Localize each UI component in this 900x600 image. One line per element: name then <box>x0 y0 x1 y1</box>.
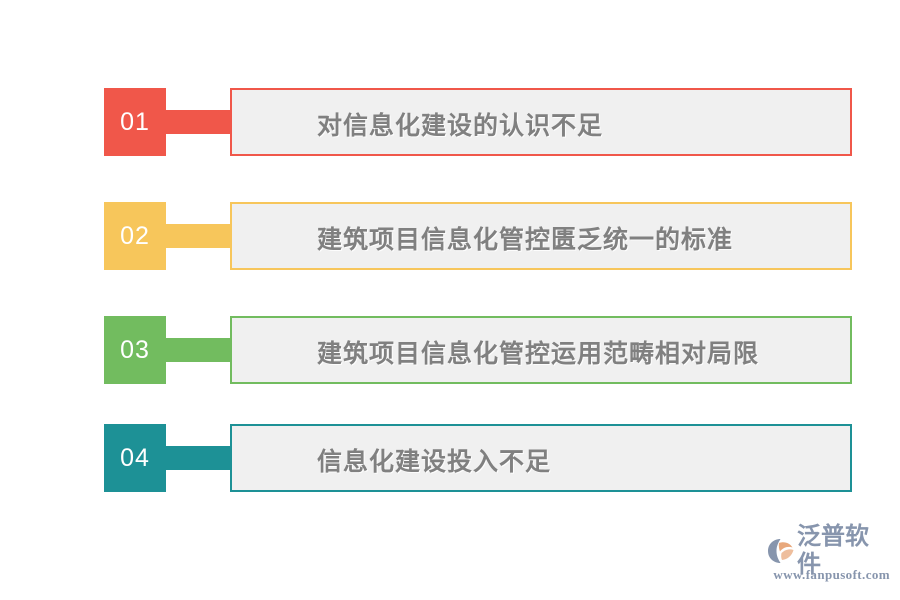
arrow-shaft <box>160 338 238 362</box>
content-label: 信息化建设投入不足 <box>317 448 552 476</box>
brand-logo-row: 泛普软件 <box>766 523 890 578</box>
arrow-shaft <box>160 224 238 248</box>
content-label: 对信息化建设的认识不足 <box>317 112 604 140</box>
list-item[interactable]: 04 信息化建设投入不足 <box>0 424 900 492</box>
step-number-badge: 03 <box>104 316 166 384</box>
fanpu-swoosh-logo-icon <box>766 537 796 565</box>
step-number-label: 01 <box>120 107 150 136</box>
brand-url: www.fanpusoft.com <box>773 567 890 582</box>
content-panel: 建筑项目信息化管控运用范畴相对局限 <box>230 316 852 384</box>
content-panel: 信息化建设投入不足 <box>230 424 852 492</box>
step-number-label: 04 <box>120 443 150 472</box>
content-panel: 对信息化建设的认识不足 <box>230 88 852 156</box>
step-number-badge: 04 <box>104 424 166 492</box>
list-item[interactable]: 03 建筑项目信息化管控运用范畴相对局限 <box>0 316 900 384</box>
arrow-shaft <box>160 110 238 134</box>
step-number-label: 02 <box>120 221 150 250</box>
brand-watermark: 泛普软件 www.fanpusoft.com <box>766 523 890 584</box>
content-label: 建筑项目信息化管控运用范畴相对局限 <box>317 340 760 368</box>
step-number-badge: 02 <box>104 202 166 270</box>
list-item[interactable]: 02 建筑项目信息化管控匮乏统一的标准 <box>0 202 900 270</box>
content-label: 建筑项目信息化管控匮乏统一的标准 <box>317 226 734 254</box>
brand-name: 泛普软件 <box>797 523 869 578</box>
step-number-badge: 01 <box>104 88 166 156</box>
step-number-label: 03 <box>120 335 150 364</box>
list-item[interactable]: 01 对信息化建设的认识不足 <box>0 88 900 156</box>
content-panel: 建筑项目信息化管控匮乏统一的标准 <box>230 202 852 270</box>
arrow-shaft <box>160 446 238 470</box>
